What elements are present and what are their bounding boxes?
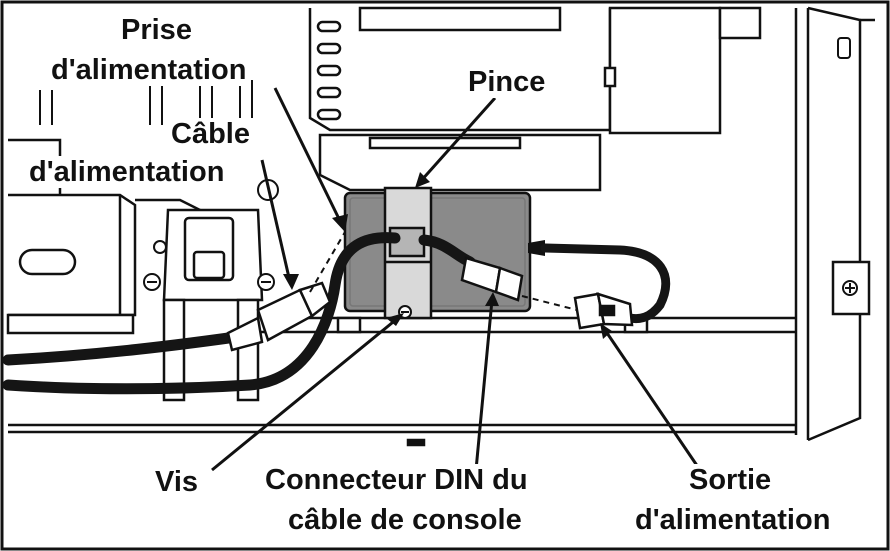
label-cable-line2: d'alimentation (26, 156, 228, 188)
label-vis: Vis (152, 466, 202, 498)
upper-right-block (718, 6, 762, 40)
side-latch (837, 37, 851, 59)
cabinet-side-panel (794, 6, 875, 442)
label-din-line2: câble de console (285, 504, 525, 536)
din-connector (460, 256, 524, 302)
power-output-connector (573, 292, 634, 330)
side-screw-icon (842, 280, 858, 296)
clamp (383, 186, 433, 320)
label-sortie-line1: Sortie (686, 464, 775, 496)
arrow-heads (283, 172, 612, 339)
console-cable (540, 243, 671, 324)
bracket-screws (143, 179, 279, 291)
vent-slots (316, 20, 342, 121)
label-din-line1: Connecteur DIN du (262, 464, 531, 496)
label-pince: Pince (465, 66, 549, 98)
label-sortie-line2: d'alimentation (632, 504, 834, 536)
bracket-stand (162, 208, 264, 402)
power-plug (226, 281, 332, 352)
vertical-trim-lines (39, 80, 253, 125)
base-rail (8, 316, 796, 447)
label-prise-line1: Prise (118, 14, 195, 46)
label-prise-line2: d'alimentation (48, 54, 250, 86)
dashed-guides (309, 231, 578, 311)
leader-lines (211, 87, 702, 472)
label-cable-line1: Câble (168, 118, 253, 150)
upper-drive-unit (308, 6, 722, 192)
